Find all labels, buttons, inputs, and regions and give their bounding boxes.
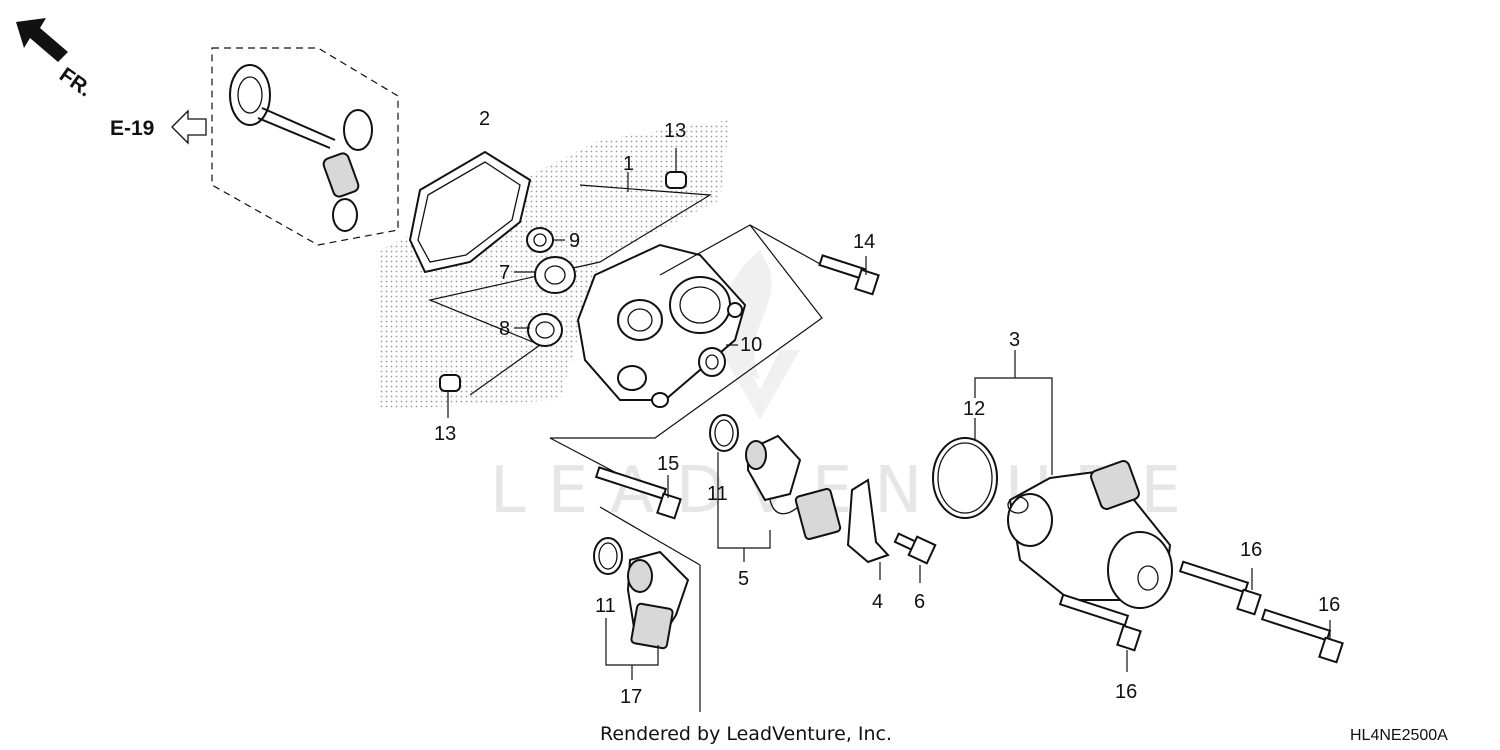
callout-5: 5: [738, 568, 749, 590]
callout-1: 1: [623, 153, 634, 175]
callout-13-lower: 13: [434, 423, 456, 445]
callout-16-upper: 16: [1240, 539, 1262, 561]
callout-8: 8: [499, 318, 510, 340]
housing-part: [576, 243, 747, 408]
watermark-flame-icon: [720, 250, 800, 420]
callout-2: 2: [479, 108, 490, 130]
bolt-small-part: [893, 532, 937, 565]
motor-bolt-lower-part: [1058, 593, 1142, 652]
credit-text: Rendered by LeadVenture, Inc.: [600, 723, 892, 745]
callout-11-lower: 11: [595, 595, 616, 617]
motor-bolt-part: [1178, 560, 1262, 616]
motor-o-ring-part: [932, 437, 998, 519]
speed-sensor-part: [626, 550, 690, 650]
gear-shaft-part: [229, 64, 373, 232]
bearing-lower-part: [527, 313, 563, 347]
callout-15: 15: [657, 453, 679, 475]
bearing-part: [534, 256, 576, 294]
bolt-part: [818, 254, 880, 296]
callout-7: 7: [499, 262, 510, 284]
callout-16-right: 16: [1318, 594, 1340, 616]
reference-label: E-19: [110, 117, 154, 140]
bearing-small-part: [526, 227, 554, 253]
callout-13-upper: 13: [664, 120, 686, 142]
collar-part: [698, 347, 726, 377]
callout-12: 12: [963, 398, 985, 420]
dowel-pin-lower-part: [439, 374, 461, 392]
dowel-pin-part: [665, 171, 687, 189]
reference-arrow-icon: [171, 109, 207, 145]
callout-17: 17: [620, 686, 642, 708]
bolt-long-part: [594, 466, 682, 520]
motor-bolt-right-part: [1260, 608, 1344, 664]
callout-14: 14: [853, 231, 875, 253]
callout-9: 9: [569, 230, 580, 252]
callout-3: 3: [1009, 329, 1020, 351]
gasket-part: [408, 150, 532, 274]
callout-16-lower: 16: [1115, 681, 1137, 703]
motor-part: [1007, 460, 1173, 609]
front-direction-arrow-icon: [16, 18, 68, 62]
callout-10: 10: [740, 334, 762, 356]
bracket-part: [846, 478, 890, 564]
callout-11-upper: 11: [707, 483, 728, 505]
callout-4: 4: [872, 591, 883, 613]
callout-6: 6: [914, 591, 925, 613]
diagram-code: HL4NE2500A: [1350, 727, 1448, 744]
direction-label: FR.: [55, 63, 96, 101]
sensor-part: [745, 434, 842, 541]
